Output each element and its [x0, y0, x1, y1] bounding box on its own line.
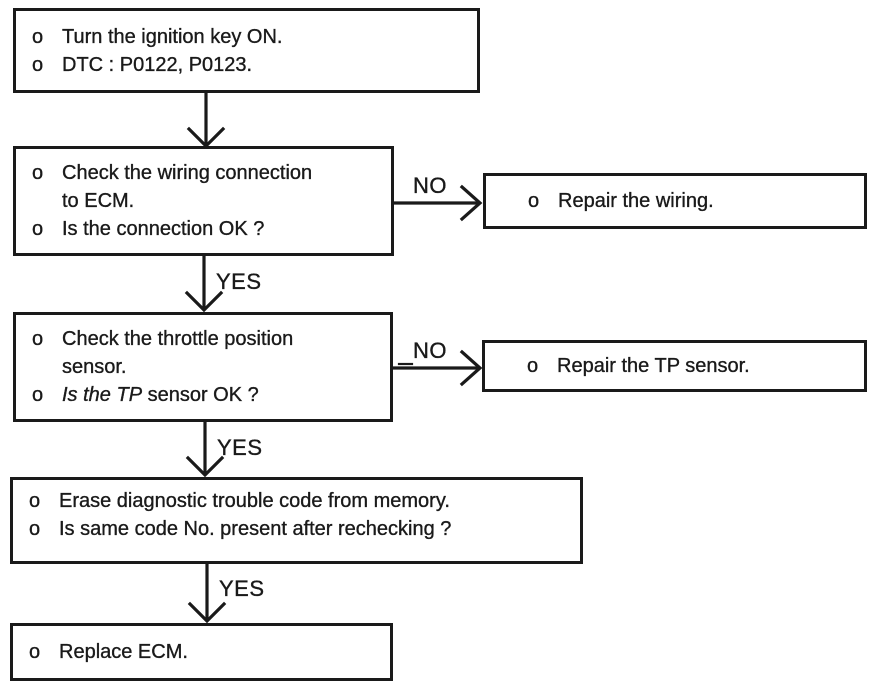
- bullet-marker: o: [32, 218, 44, 240]
- bullet-marker: o: [29, 490, 41, 512]
- label-yes-2: YES: [217, 435, 263, 460]
- flow-line: o Is the connection OK ?: [16, 215, 391, 243]
- arrow-down-yes-2-head-icon: [185, 455, 225, 478]
- check-tp-line-1: Check the throttle position: [62, 328, 294, 350]
- start-line-1: Turn the ignition key ON.: [62, 26, 283, 48]
- flow-line: o Erase diagnostic trouble code from mem…: [13, 487, 580, 515]
- check-tp-line-2-rest: sensor OK ?: [142, 384, 259, 406]
- flow-line: to ECM.: [16, 187, 391, 215]
- flow-line: sensor.: [16, 353, 390, 381]
- label-no-2: NO: [413, 338, 447, 363]
- repair-tp-line-1: Repair the TP sensor.: [557, 355, 750, 377]
- repair-wiring-line-1: Repair the wiring.: [558, 190, 714, 212]
- bullet-marker: o: [29, 518, 41, 540]
- check-tp-line-1-cont: sensor.: [62, 356, 127, 378]
- bullet-marker: o: [32, 162, 44, 184]
- flow-box-repair-tp-sensor: o Repair the TP sensor.: [482, 340, 867, 392]
- bullet-marker: o: [527, 355, 539, 377]
- check-wiring-line-2: Is the connection OK ?: [62, 218, 265, 240]
- check-wiring-line-1: Check the wiring connection: [62, 162, 313, 184]
- arrow-down-yes-1-head-icon: [184, 290, 224, 313]
- bullet-marker: o: [32, 26, 44, 48]
- flow-line: o DTC : P0122, P0123.: [16, 51, 477, 79]
- flow-box-repair-wiring: o Repair the wiring.: [483, 173, 867, 229]
- check-tp-line-2-em: Is the TP: [62, 384, 143, 406]
- flow-box-check-wiring: o Check the wiring connection to ECM. o …: [13, 146, 394, 256]
- bullet-marker: o: [29, 641, 41, 663]
- bullet-marker: o: [32, 328, 44, 350]
- flow-line: o Turn the ignition key ON.: [16, 23, 477, 51]
- check-tp-line-2: Is the TP sensor OK ?: [62, 381, 390, 409]
- flow-box-erase-code: o Erase diagnostic trouble code from mem…: [10, 477, 583, 564]
- arrow-down-1-head-icon: [186, 126, 226, 149]
- label-yes-3: YES: [219, 576, 265, 601]
- label-yes-1: YES: [216, 269, 262, 294]
- replace-ecm-line-1: Replace ECM.: [59, 641, 188, 663]
- arrow-right-no-2-head-icon: [459, 349, 483, 387]
- bullet-marker: o: [32, 384, 44, 406]
- flow-line: o Is same code No. present after recheck…: [13, 515, 580, 543]
- erase-code-line-1: Erase diagnostic trouble code from memor…: [59, 490, 450, 512]
- start-line-2: DTC : P0122, P0123.: [62, 54, 253, 76]
- arrow-down-yes-3-head-icon: [187, 601, 227, 624]
- erase-code-line-2: Is same code No. present after recheckin…: [59, 518, 452, 540]
- bullet-marker: o: [32, 54, 44, 76]
- flow-line: o Is the TP sensor OK ?: [16, 381, 390, 409]
- flow-box-start: o Turn the ignition key ON. o DTC : P012…: [13, 8, 480, 93]
- check-wiring-line-1-cont: to ECM.: [62, 190, 135, 212]
- flow-box-replace-ecm: o Replace ECM.: [10, 623, 393, 681]
- label-no-1: NO: [413, 173, 447, 198]
- arrow-right-no-1-head-icon: [459, 184, 483, 222]
- flow-line: o Check the wiring connection: [16, 159, 391, 187]
- flow-box-check-tp-sensor: o Check the throttle position sensor. o …: [13, 312, 393, 422]
- bullet-marker: o: [528, 190, 540, 212]
- flow-line: o Check the throttle position: [16, 325, 390, 353]
